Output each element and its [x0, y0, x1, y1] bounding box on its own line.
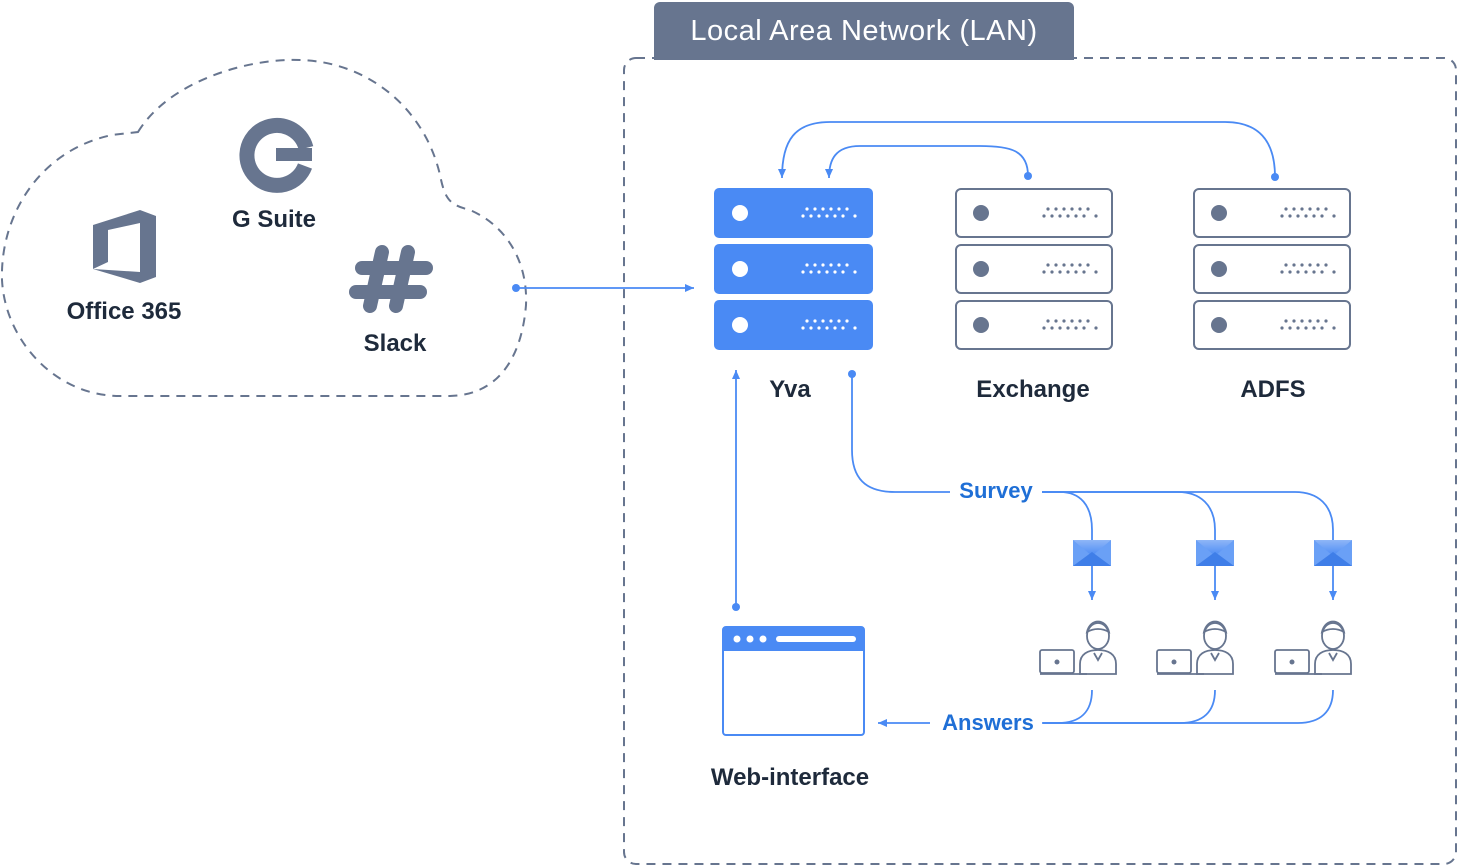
yva-label: Yva — [769, 376, 811, 403]
survey-branch-1 — [1042, 491, 1093, 540]
g-suite-icon — [239, 117, 314, 193]
adfs-to-yva-arrow — [778, 121, 1276, 179]
server-unit — [1193, 188, 1351, 238]
web-interface-label: Web-interface — [710, 764, 870, 791]
office-365-icon — [93, 210, 156, 283]
server-stack-yva — [714, 188, 873, 350]
envelope-icon — [1196, 540, 1234, 566]
adfs-label: ADFS — [1240, 376, 1306, 403]
survey-branch-3 — [1042, 491, 1334, 540]
user-with-laptop-icon — [1274, 620, 1352, 675]
slack-icon — [349, 245, 433, 313]
browser-window-icon — [722, 626, 865, 736]
exchange-label: Exchange — [976, 376, 1090, 403]
user-with-laptop-icon — [1156, 620, 1234, 675]
survey-line — [851, 374, 950, 493]
server-unit — [955, 300, 1113, 350]
answers-branch-3 — [1042, 689, 1334, 724]
envelope-icon — [1314, 540, 1352, 566]
server-unit — [955, 188, 1113, 238]
server-stack-adfs — [1193, 188, 1351, 350]
answers-label: Answers — [934, 710, 1042, 736]
lan-title: Local Area Network (LAN) — [654, 2, 1074, 60]
server-unit — [714, 244, 873, 294]
cloud-outline — [0, 58, 528, 397]
server-stack-exchange — [955, 188, 1113, 350]
server-unit — [1193, 300, 1351, 350]
office-365-label: Office 365 — [66, 298, 182, 325]
survey-label: Survey — [951, 478, 1041, 504]
survey-branch-2 — [1042, 491, 1216, 540]
envelope-icon — [1073, 540, 1111, 566]
exchange-to-yva-arrow — [825, 145, 1029, 179]
g-suite-label: G Suite — [231, 206, 317, 233]
exchange-connector-dot — [1024, 172, 1032, 180]
answers-branch-1 — [1042, 689, 1093, 724]
answers-branch-2 — [1042, 689, 1216, 724]
server-unit — [955, 244, 1113, 294]
server-unit — [1193, 244, 1351, 294]
user-with-laptop-icon — [1039, 620, 1117, 675]
server-unit — [714, 300, 873, 350]
server-unit — [714, 188, 873, 238]
slack-label: Slack — [363, 330, 427, 357]
lan-boundary — [623, 57, 1457, 865]
adfs-connector-dot — [1271, 173, 1279, 181]
